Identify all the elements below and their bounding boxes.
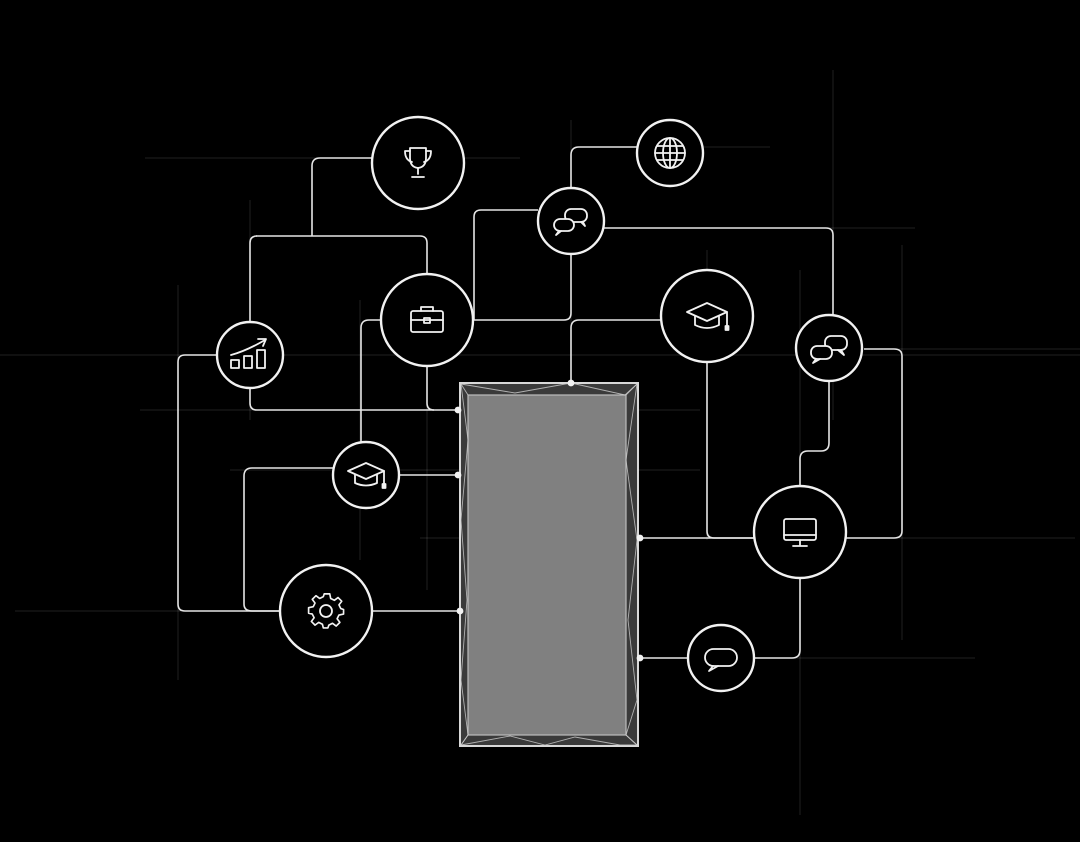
junction-dots [454,379,644,662]
grad-left-node [331,440,401,510]
monitor-icon [783,518,817,547]
growth-chart-icon [230,338,267,369]
grad-right-node [659,268,755,364]
globe-icon [654,137,686,169]
monitor-node [752,484,848,580]
connection-wires [177,146,903,659]
briefcase-node [379,272,475,368]
speech-node [686,623,756,693]
phone-screen [459,382,639,747]
speech-bubble-icon [704,648,738,672]
graduation-cap-icon [347,462,387,489]
chat-bubbles-icon [810,335,848,364]
globe-node [635,118,705,188]
graduation-cap-icon [686,302,730,331]
chat-right-node [794,313,864,383]
growth-node [215,320,285,390]
chat-bubbles-icon [553,208,588,236]
briefcase-icon [410,306,444,333]
gear-icon [307,593,345,629]
gear-node [278,563,374,659]
chat-top-node [536,186,606,256]
trophy-node [370,115,466,211]
trophy-icon [404,147,432,178]
